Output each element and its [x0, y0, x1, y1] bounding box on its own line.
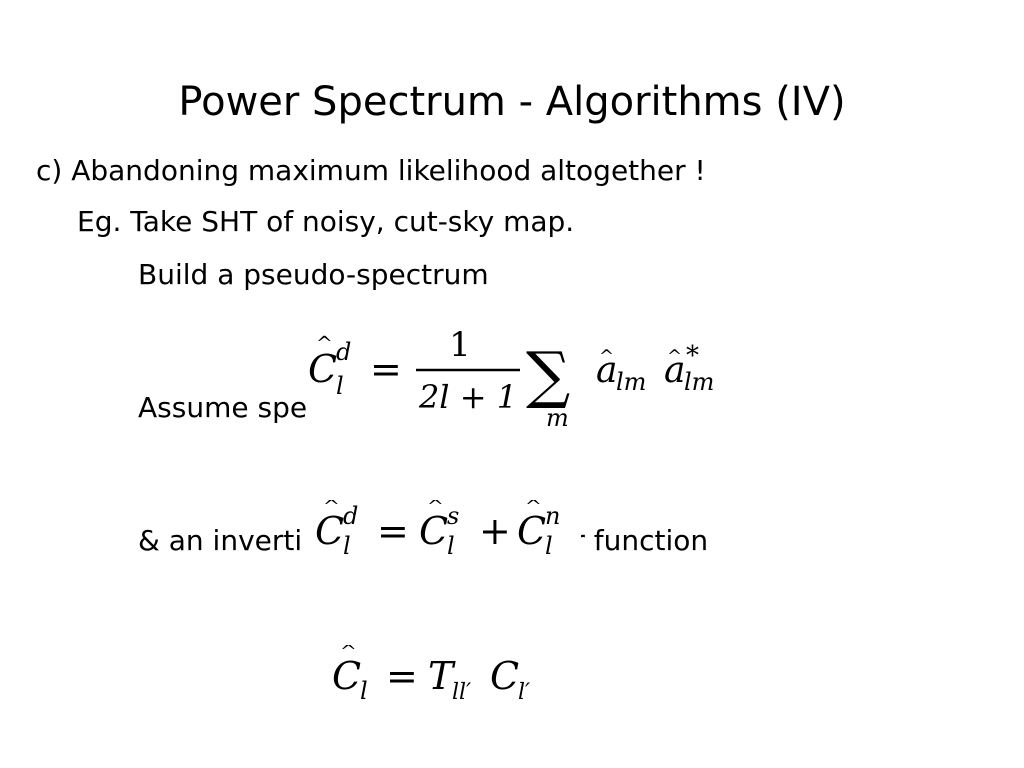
eq1-lhs-sub: l	[336, 372, 344, 400]
eq3-lhs-base: C	[332, 654, 361, 698]
eq1-sum-sub: m	[546, 404, 569, 432]
bullet-abandoning-ml: c) Abandoning maximum likelihood altoget…	[36, 154, 706, 187]
eq3-lhs-hat-icon: ^	[340, 645, 357, 663]
eq2-equals: =	[377, 509, 409, 553]
invertible-text-left: & an inverti	[138, 524, 303, 557]
eq1-a2-base: a	[664, 350, 685, 391]
eq2-lhs-sup: d	[343, 502, 358, 530]
eq1-frac-num: 1	[449, 325, 471, 365]
eq2-t2-base: C	[517, 509, 546, 553]
slide-title: Power Spectrum - Algorithms (IV)	[178, 79, 846, 125]
eq1-a1-hat-icon: ^	[599, 346, 614, 367]
bullet-invertible-partial: & an inverti er function	[138, 524, 708, 558]
eq3-t-sub: ll′	[452, 680, 471, 705]
bullet-take-sht: Eg. Take SHT of noisy, cut-sky map.	[77, 205, 575, 238]
bullet-assume-partial: Assume spe	[138, 391, 308, 424]
equation-transfer-function: C ^ l = T ll′ C l′	[330, 639, 550, 705]
eq1-a1-sub: lm	[616, 368, 646, 396]
eq1-a2-sub: lm	[684, 368, 714, 396]
equation-signal-noise-svg: C ^ d l = C ^ s l + C ^ n l	[315, 494, 560, 560]
eq3-c-sub: l′	[518, 680, 530, 705]
equation-pseudo-spectrum-svg: C ^ d l = 1 2l + 1 ∑ m a ^ lm a ^ * lm	[308, 325, 714, 432]
equation-transfer-function-svg: C ^ l = T ll′ C l′	[332, 639, 530, 705]
eq1-frac-den: 2l + 1	[418, 378, 517, 416]
eq2-lhs-hat-icon: ^	[323, 500, 340, 518]
eq1-sum-icon: ∑	[526, 338, 570, 411]
eq1-lhs-hat-icon: ^	[316, 331, 333, 355]
eq2-t1-sub: l	[447, 532, 455, 558]
eq2-t1-base: C	[419, 509, 448, 553]
eq2-t1-hat-icon: ^	[427, 500, 444, 518]
eq2-lhs-base: C	[315, 509, 344, 553]
eq2-t2-sup: n	[545, 502, 560, 530]
eq1-equals: =	[370, 347, 402, 391]
equation-pseudo-spectrum: C ^ d l = 1 2l + 1 ∑ m a ^ lm a ^ * lm	[308, 320, 736, 432]
eq3-lhs-sub: l	[360, 677, 368, 705]
bullet-build-pseudo-spectrum: Build a pseudo-spectrum	[138, 258, 489, 291]
eq3-t-base: T	[428, 654, 456, 698]
eq3-c-base: C	[490, 654, 519, 698]
eq3-equals: =	[386, 654, 418, 698]
eq2-t2-sub: l	[545, 532, 553, 558]
eq2-t1-sup: s	[447, 502, 459, 530]
eq2-lhs-sub: l	[343, 532, 351, 558]
eq2-t2-hat-icon: ^	[525, 500, 542, 518]
invertible-text-right: er function	[556, 524, 709, 557]
equation-signal-noise: C ^ d l = C ^ s l + C ^ n l	[313, 494, 581, 560]
eq1-a2-hat-icon: ^	[667, 346, 682, 367]
eq1-a1-base: a	[596, 350, 617, 391]
eq2-plus: +	[479, 509, 511, 553]
eq1-lhs-sup: d	[336, 338, 351, 366]
eq1-lhs-base: C	[308, 347, 337, 391]
eq1-a2-sup: *	[686, 341, 699, 371]
